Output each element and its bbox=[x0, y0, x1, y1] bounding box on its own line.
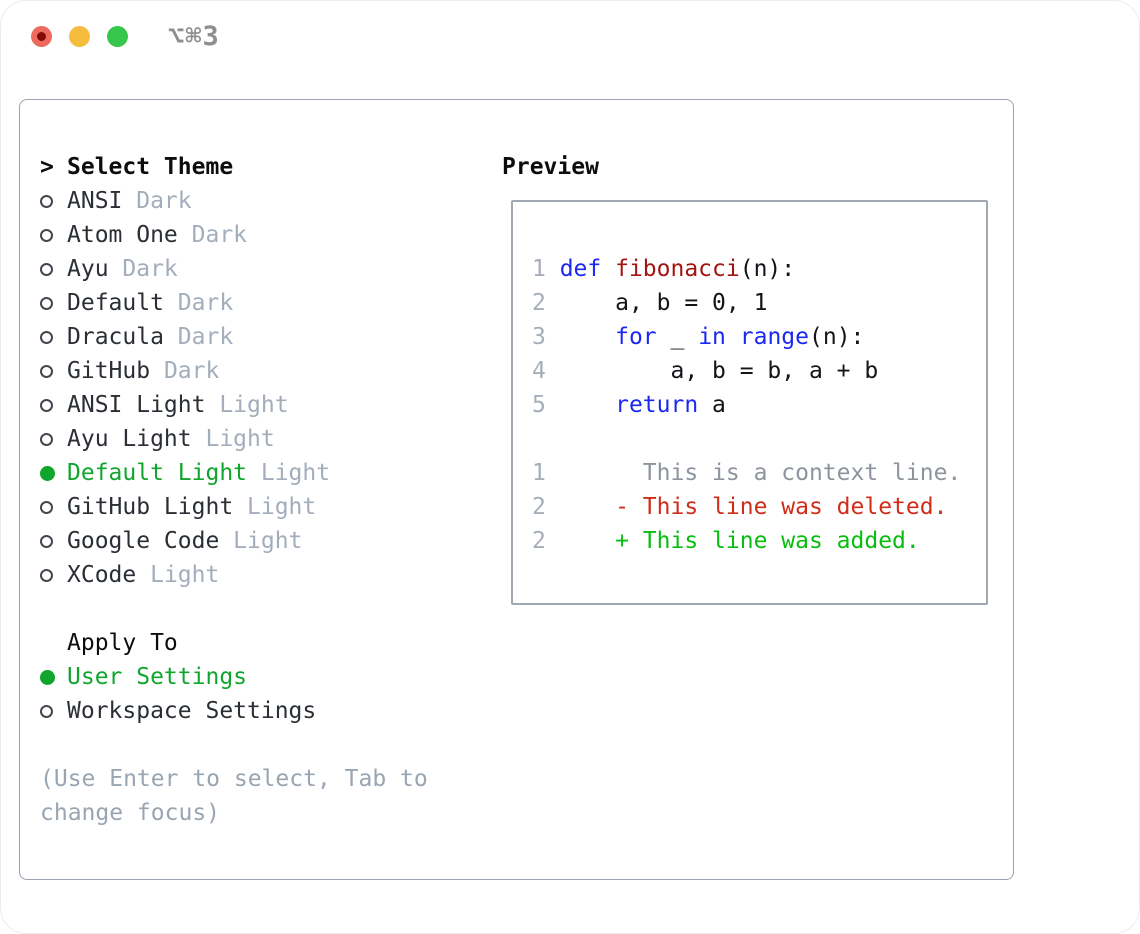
theme-option-xcode[interactable]: XCode Light bbox=[40, 558, 502, 592]
theme-option-github-light[interactable]: GitHub Light Light bbox=[40, 490, 502, 524]
radio-icon bbox=[40, 534, 67, 548]
code-line: 3 for _ in range(n): bbox=[532, 324, 865, 350]
radio-icon bbox=[40, 704, 67, 718]
theme-option-ansi-light[interactable]: ANSI Light Light bbox=[40, 388, 502, 422]
radio-icon bbox=[40, 262, 67, 276]
code-line: 1 def fibonacci(n): bbox=[532, 256, 796, 282]
radio-icon bbox=[40, 398, 67, 412]
radio-icon bbox=[40, 465, 67, 481]
minimize-button[interactable] bbox=[69, 25, 90, 47]
apply-to-header: Apply To bbox=[40, 626, 502, 660]
radio-icon bbox=[40, 296, 67, 310]
theme-option-atom-one[interactable]: Atom One Dark bbox=[40, 218, 502, 252]
select-theme-title: Select Theme bbox=[67, 154, 234, 180]
keyboard-hint: (Use Enter to select, Tab to change focu… bbox=[40, 766, 428, 826]
radio-icon bbox=[40, 364, 67, 378]
radio-icon bbox=[40, 194, 67, 208]
preview-column: Preview 1 def fibonacci(n): 2 a, b = 0, 1… bbox=[502, 150, 1013, 879]
radio-icon bbox=[40, 669, 67, 685]
diff-line-added: 2 + This line was added. bbox=[532, 528, 920, 554]
theme-option-dracula[interactable]: Dracula Dark bbox=[40, 320, 502, 354]
diff-line-deleted: 2 - This line was deleted. bbox=[532, 494, 948, 520]
preview-title: Preview bbox=[502, 154, 599, 180]
theme-option-default-light[interactable]: Default Light Light bbox=[40, 456, 502, 490]
code-line: 4 a, b = b, a + b bbox=[532, 358, 879, 384]
apply-option-workspace-settings[interactable]: Workspace Settings bbox=[40, 694, 502, 728]
select-theme-header: > Select Theme bbox=[40, 150, 502, 184]
theme-option-github[interactable]: GitHub Dark bbox=[40, 354, 502, 388]
theme-option-ayu[interactable]: Ayu Dark bbox=[40, 252, 502, 286]
radio-icon bbox=[40, 500, 67, 514]
window-title: ⌥⌘3 bbox=[168, 20, 220, 52]
code-line: 2 a, b = 0, 1 bbox=[532, 290, 768, 316]
radio-icon bbox=[40, 568, 67, 582]
radio-icon bbox=[40, 432, 67, 446]
titlebar: ⌥⌘3 bbox=[1, 1, 1139, 71]
code-preview: 1 def fibonacci(n): 2 a, b = 0, 1 3 for _ … bbox=[532, 252, 986, 422]
theme-option-ayu-light[interactable]: Ayu Light Light bbox=[40, 422, 502, 456]
prompt-caret: > bbox=[40, 154, 54, 180]
radio-icon bbox=[40, 228, 67, 242]
close-button[interactable] bbox=[31, 25, 52, 47]
theme-option-google-code[interactable]: Google Code Light bbox=[40, 524, 502, 558]
code-line: 5 return a bbox=[532, 392, 726, 418]
radio-icon bbox=[40, 330, 67, 344]
zoom-button[interactable] bbox=[107, 25, 128, 47]
preview-box: 1 def fibonacci(n): 2 a, b = 0, 1 3 for _ … bbox=[511, 200, 988, 605]
theme-option-default[interactable]: Default Dark bbox=[40, 286, 502, 320]
traffic-lights bbox=[31, 25, 128, 47]
apply-to-title: Apply To bbox=[67, 630, 178, 656]
apply-option-user-settings[interactable]: User Settings bbox=[40, 660, 502, 694]
diff-line-context: 1 This is a context line. bbox=[532, 460, 962, 486]
theme-option-ansi[interactable]: ANSI Dark bbox=[40, 184, 502, 218]
diff-preview: 1 This is a context line. 2 - This line w… bbox=[532, 456, 986, 558]
